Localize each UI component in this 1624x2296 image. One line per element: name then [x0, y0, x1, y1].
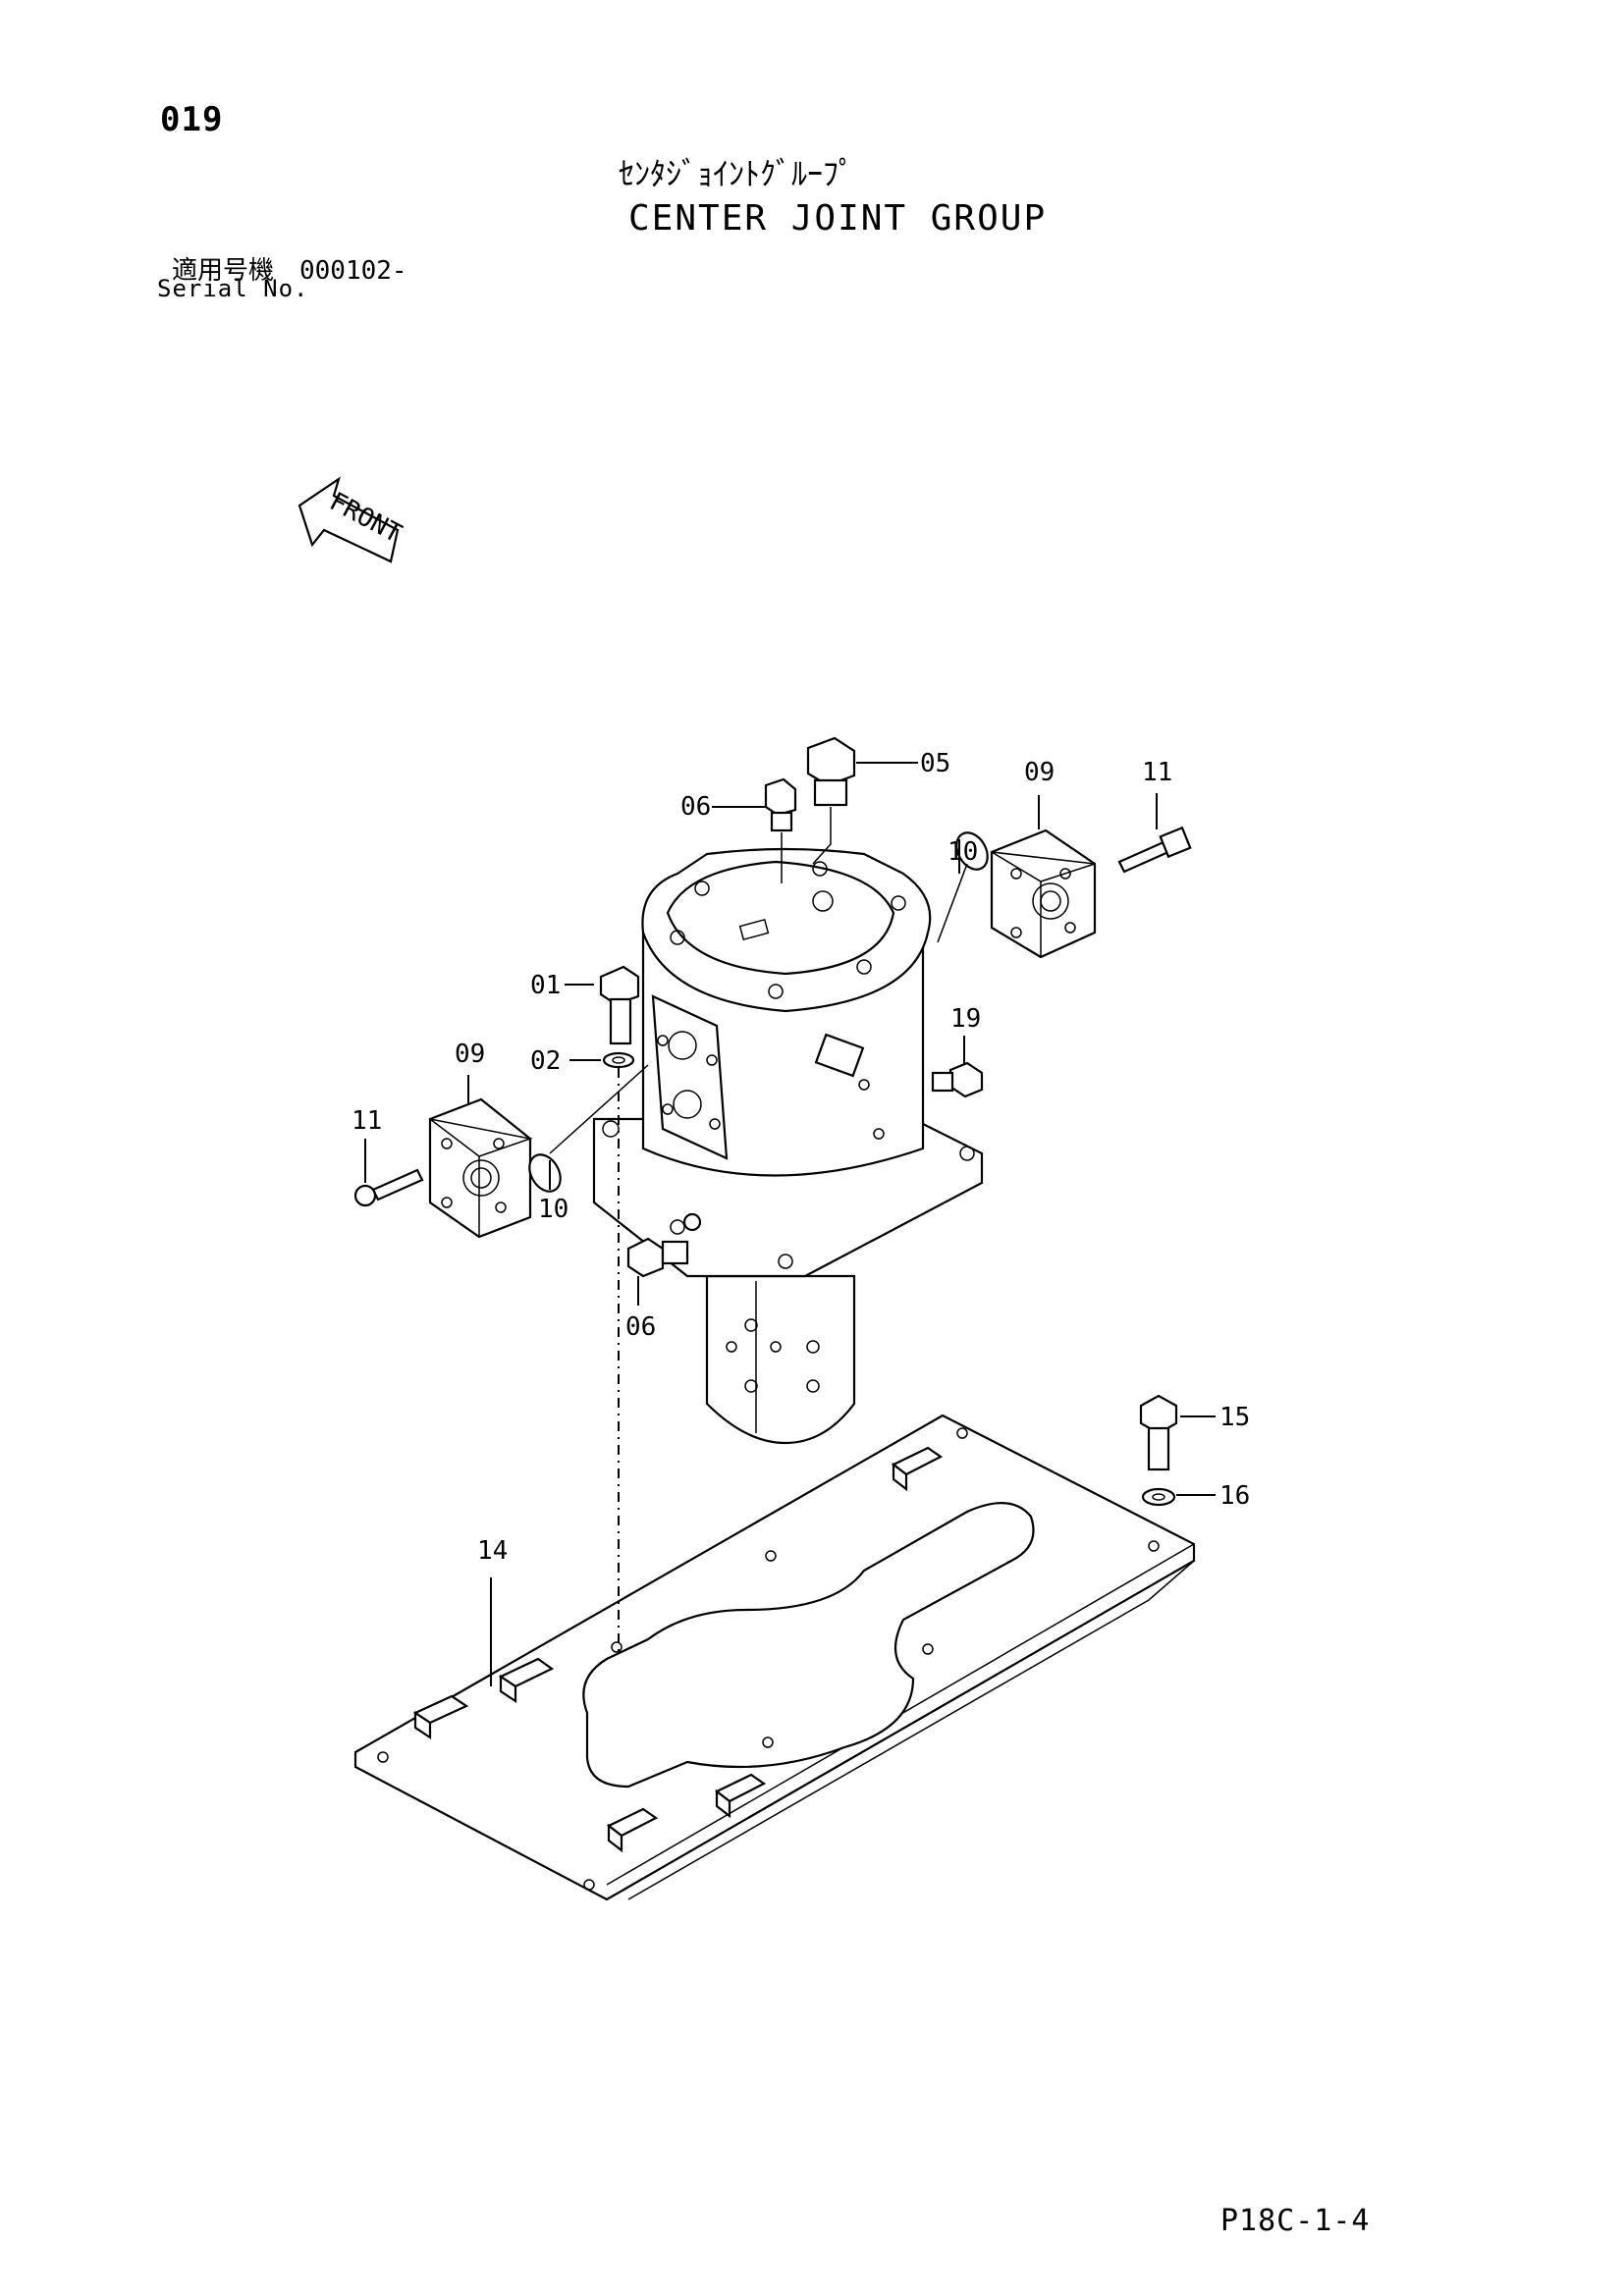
callout-10-left: 10: [538, 1195, 568, 1224]
callout-09-left: 09: [455, 1040, 485, 1069]
top-fittings: [712, 736, 918, 883]
plate-bolt-and-washer: [1139, 1394, 1178, 1507]
page-code: P18C-1-4: [1220, 2204, 1371, 2238]
title-japanese: ｾﾝﾀｼﾞｮｲﾝﾄｸﾞﾙｰﾌﾟ: [619, 155, 855, 192]
front-arrow-icon: FRONT: [298, 476, 406, 563]
page-number: 019: [160, 100, 224, 139]
base-plate: [353, 1414, 1196, 1901]
callout-02: 02: [530, 1046, 561, 1076]
callout-15: 15: [1219, 1403, 1250, 1432]
callout-09-right: 09: [1024, 758, 1055, 787]
right-flange-cover: [937, 826, 1192, 959]
serial-label: Serial No.: [157, 275, 309, 302]
side-fittings: [626, 1061, 984, 1278]
callout-10-right: 10: [947, 837, 978, 867]
flange-bolt-and-washer: [599, 965, 640, 1654]
callout-06-bottom: 06: [625, 1312, 656, 1342]
callout-06-top: 06: [680, 792, 711, 822]
callout-11-right: 11: [1142, 758, 1172, 787]
leader-lines: [364, 793, 1216, 1686]
callout-01: 01: [530, 971, 561, 1000]
callout-19: 19: [950, 1004, 981, 1034]
page-title: CENTER JOINT GROUP: [628, 198, 1048, 239]
callout-16: 16: [1219, 1481, 1250, 1511]
serial-label-japanese: 適用号機 000102-: [172, 256, 407, 286]
callout-14: 14: [477, 1536, 508, 1566]
callout-labels: 05 06 09 11 10 01 19 09 02 11 10 06 15 1…: [352, 749, 1250, 1566]
callout-05: 05: [920, 749, 950, 778]
callout-11-left: 11: [352, 1106, 382, 1136]
left-flange-cover: [353, 1064, 649, 1239]
center-joint-body: [592, 847, 984, 1445]
